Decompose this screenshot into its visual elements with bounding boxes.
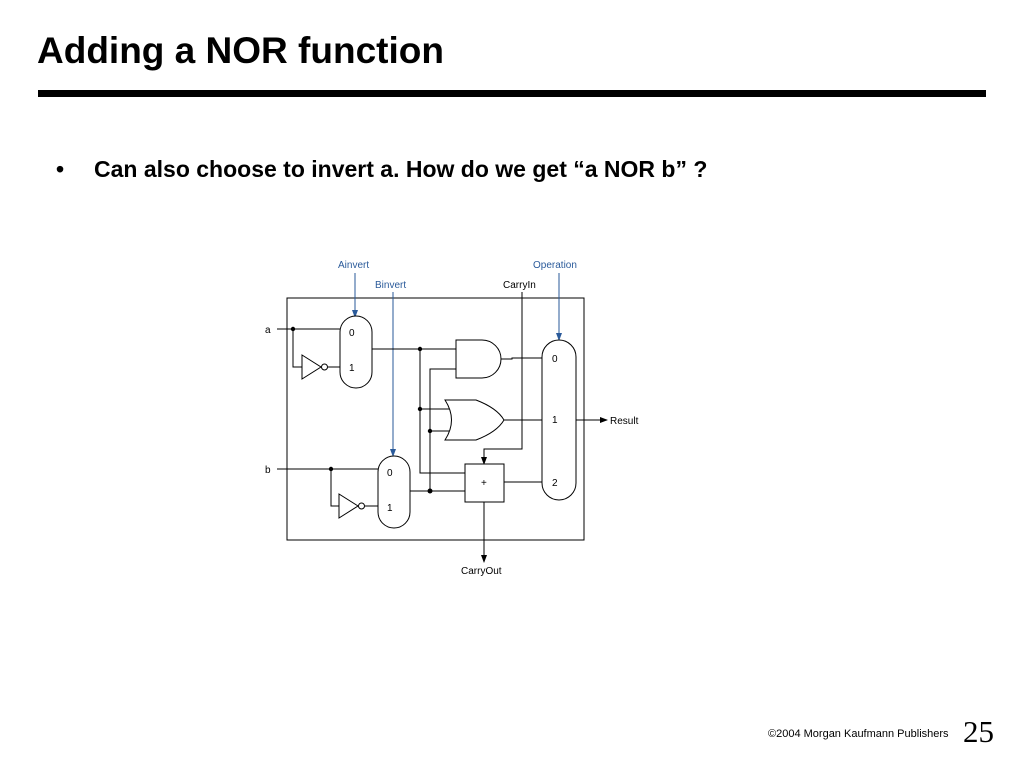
output-mux-input-0: 0: [552, 354, 558, 365]
page-number: 25: [963, 714, 994, 749]
carryout-label: CarryOut: [461, 566, 502, 577]
mux-b-input-0: 0: [387, 468, 393, 479]
b-to-inverter-wire: [330, 469, 339, 507]
inverter-b-icon: [338, 493, 359, 519]
binvert-label: Binvert: [375, 280, 406, 291]
result-label: Result: [610, 416, 639, 427]
and-output-wire: [501, 357, 542, 360]
a-to-inverter-wire: [292, 329, 302, 368]
carryin-line: [481, 292, 523, 465]
carryin-label: CarryIn: [503, 280, 536, 291]
mux-a-input-1: 1: [349, 363, 355, 374]
input-b-label: b: [265, 465, 271, 476]
a-to-adder-wire: [419, 349, 465, 474]
or-gate-icon: [444, 399, 505, 441]
mux-b: [377, 455, 411, 529]
copyright-footer: ©2004 Morgan Kaufmann Publishers: [768, 728, 949, 740]
operation-label: Operation: [533, 260, 577, 271]
bullet-marker: •: [56, 156, 65, 182]
inverter-a-bubble: [321, 363, 328, 371]
adder-symbol: +: [481, 478, 487, 489]
input-a-label: a: [265, 325, 271, 336]
inverter-b-bubble: [358, 502, 365, 510]
slide-title: Adding a NOR function: [37, 30, 444, 71]
title-underline: [38, 90, 986, 97]
and-gate-icon: [455, 339, 502, 379]
mux-b-input-1: 1: [387, 503, 393, 514]
output-mux-input-2: 2: [552, 478, 558, 489]
bullet-item: • Can also choose to invert a. How do we …: [56, 156, 707, 183]
inverter-a-icon: [301, 354, 322, 380]
mux-a: [339, 315, 373, 389]
alu-boundary-box: [286, 297, 585, 541]
b-to-and-wire: [429, 368, 456, 491]
mux-a-input-0: 0: [349, 328, 355, 339]
bullet-text: Can also choose to invert a. How do we g…: [94, 156, 708, 182]
ainvert-label: Ainvert: [338, 260, 369, 271]
adder-block: [464, 463, 505, 503]
output-mux: [541, 339, 577, 501]
output-mux-input-1: 1: [552, 415, 558, 426]
